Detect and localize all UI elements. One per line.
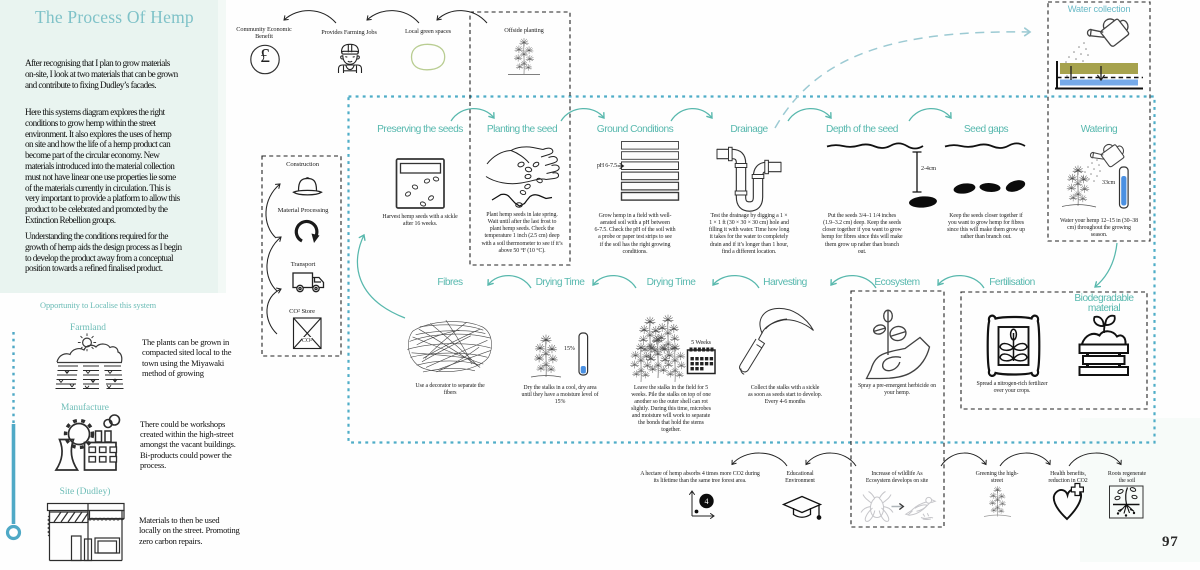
- svg-text:4: 4: [705, 497, 709, 506]
